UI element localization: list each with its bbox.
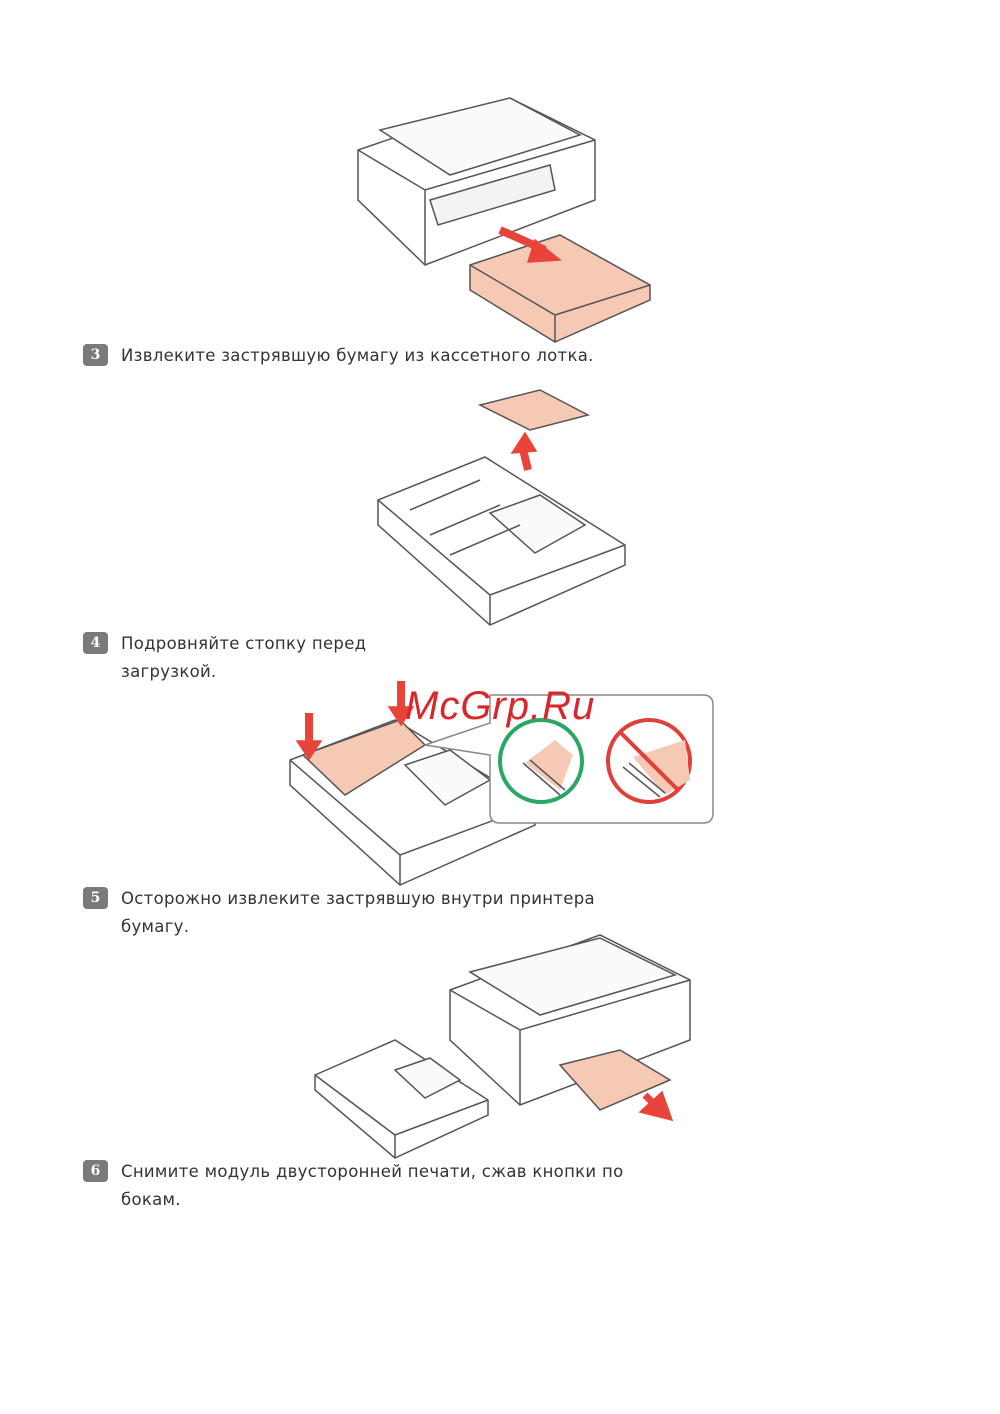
arrow-icon	[638, 1090, 674, 1122]
watermark: McGrp.Ru	[405, 684, 596, 728]
tray-remove-paper-illustration	[377, 389, 626, 626]
printer-remove-jam-illustration	[314, 934, 691, 1159]
step-number-badge: 5	[83, 887, 108, 909]
step-number-badge: 3	[83, 344, 108, 366]
tray-align-paper-illustration	[289, 681, 714, 886]
arrow-up-icon	[510, 431, 538, 454]
step-text: Осторожно извлеките застрявшую внутри пр…	[121, 889, 595, 936]
step-number-badge: 4	[83, 632, 108, 654]
step-text: Подровняйте стопку перед загрузкой.	[121, 634, 367, 681]
arrow-down-icon	[295, 740, 323, 761]
step-number-badge: 6	[83, 1160, 108, 1182]
printer-remove-tray-illustration	[357, 97, 651, 343]
arrow-icon	[526, 238, 562, 263]
step-text: Извлеките застрявшую бумагу из кассетног…	[121, 346, 594, 365]
step-text: Снимите модуль двусторонней печати, сжав…	[121, 1162, 624, 1209]
arrow-down-icon	[387, 706, 415, 727]
